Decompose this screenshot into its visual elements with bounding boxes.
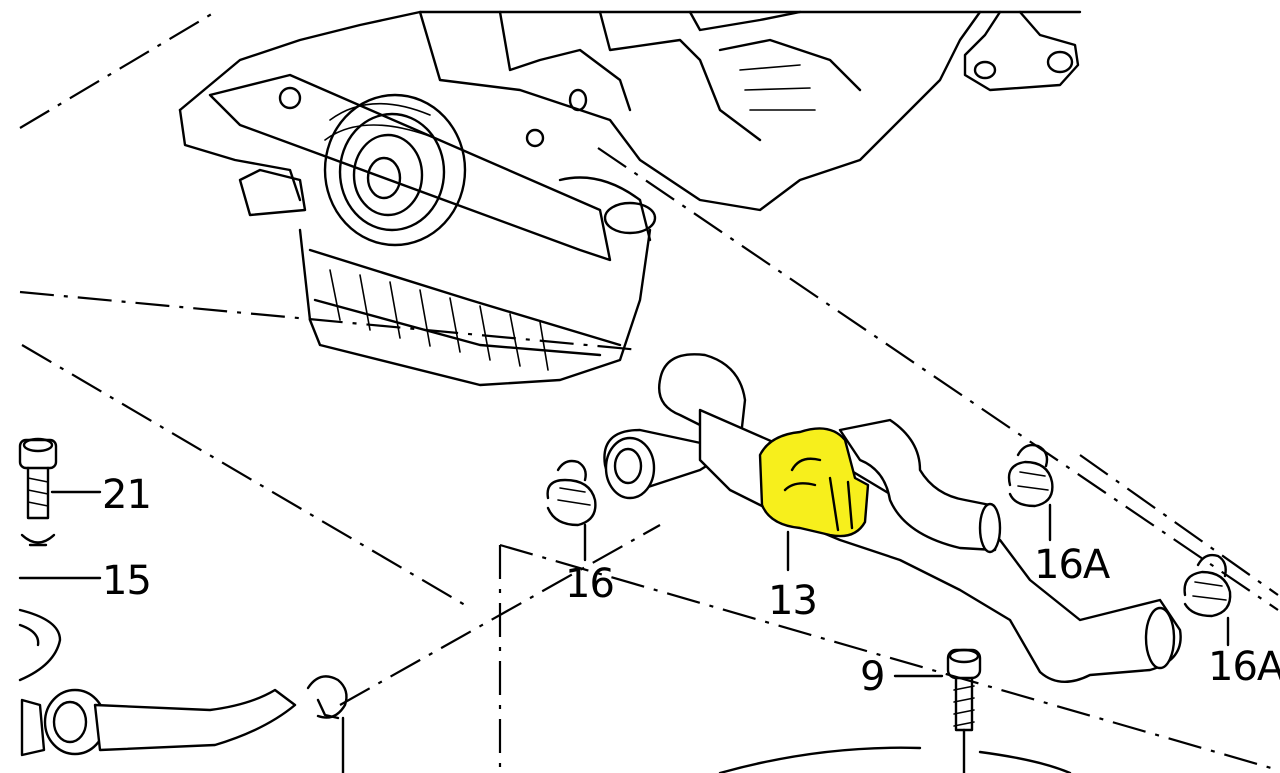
reference-lines bbox=[19, 11, 1279, 773]
label-16a-upper: 16A bbox=[1034, 542, 1111, 588]
label-21: 21 bbox=[102, 472, 151, 518]
label-16: 16 bbox=[565, 561, 614, 607]
transmission-assembly bbox=[178, 10, 1082, 387]
clamps bbox=[546, 443, 1232, 618]
main-hose bbox=[603, 353, 1182, 683]
label-16a-lower: 16A bbox=[1208, 644, 1280, 690]
lower-left-hose bbox=[18, 608, 348, 773]
bolt-21 bbox=[18, 437, 58, 547]
clamp-16a-upper bbox=[1007, 443, 1054, 508]
part-13-highlight[interactable] bbox=[758, 427, 870, 538]
clamp-16a-lower bbox=[1183, 553, 1232, 618]
part-labels: 21 15 16 13 16A 16A 9 bbox=[102, 472, 1280, 700]
bolt-9 bbox=[718, 648, 1072, 773]
fasteners bbox=[18, 437, 1072, 773]
leader-lines bbox=[18, 490, 1230, 678]
label-13: 13 bbox=[768, 578, 817, 624]
label-9: 9 bbox=[860, 654, 884, 700]
label-15: 15 bbox=[102, 558, 151, 604]
clamp-16 bbox=[546, 459, 597, 527]
